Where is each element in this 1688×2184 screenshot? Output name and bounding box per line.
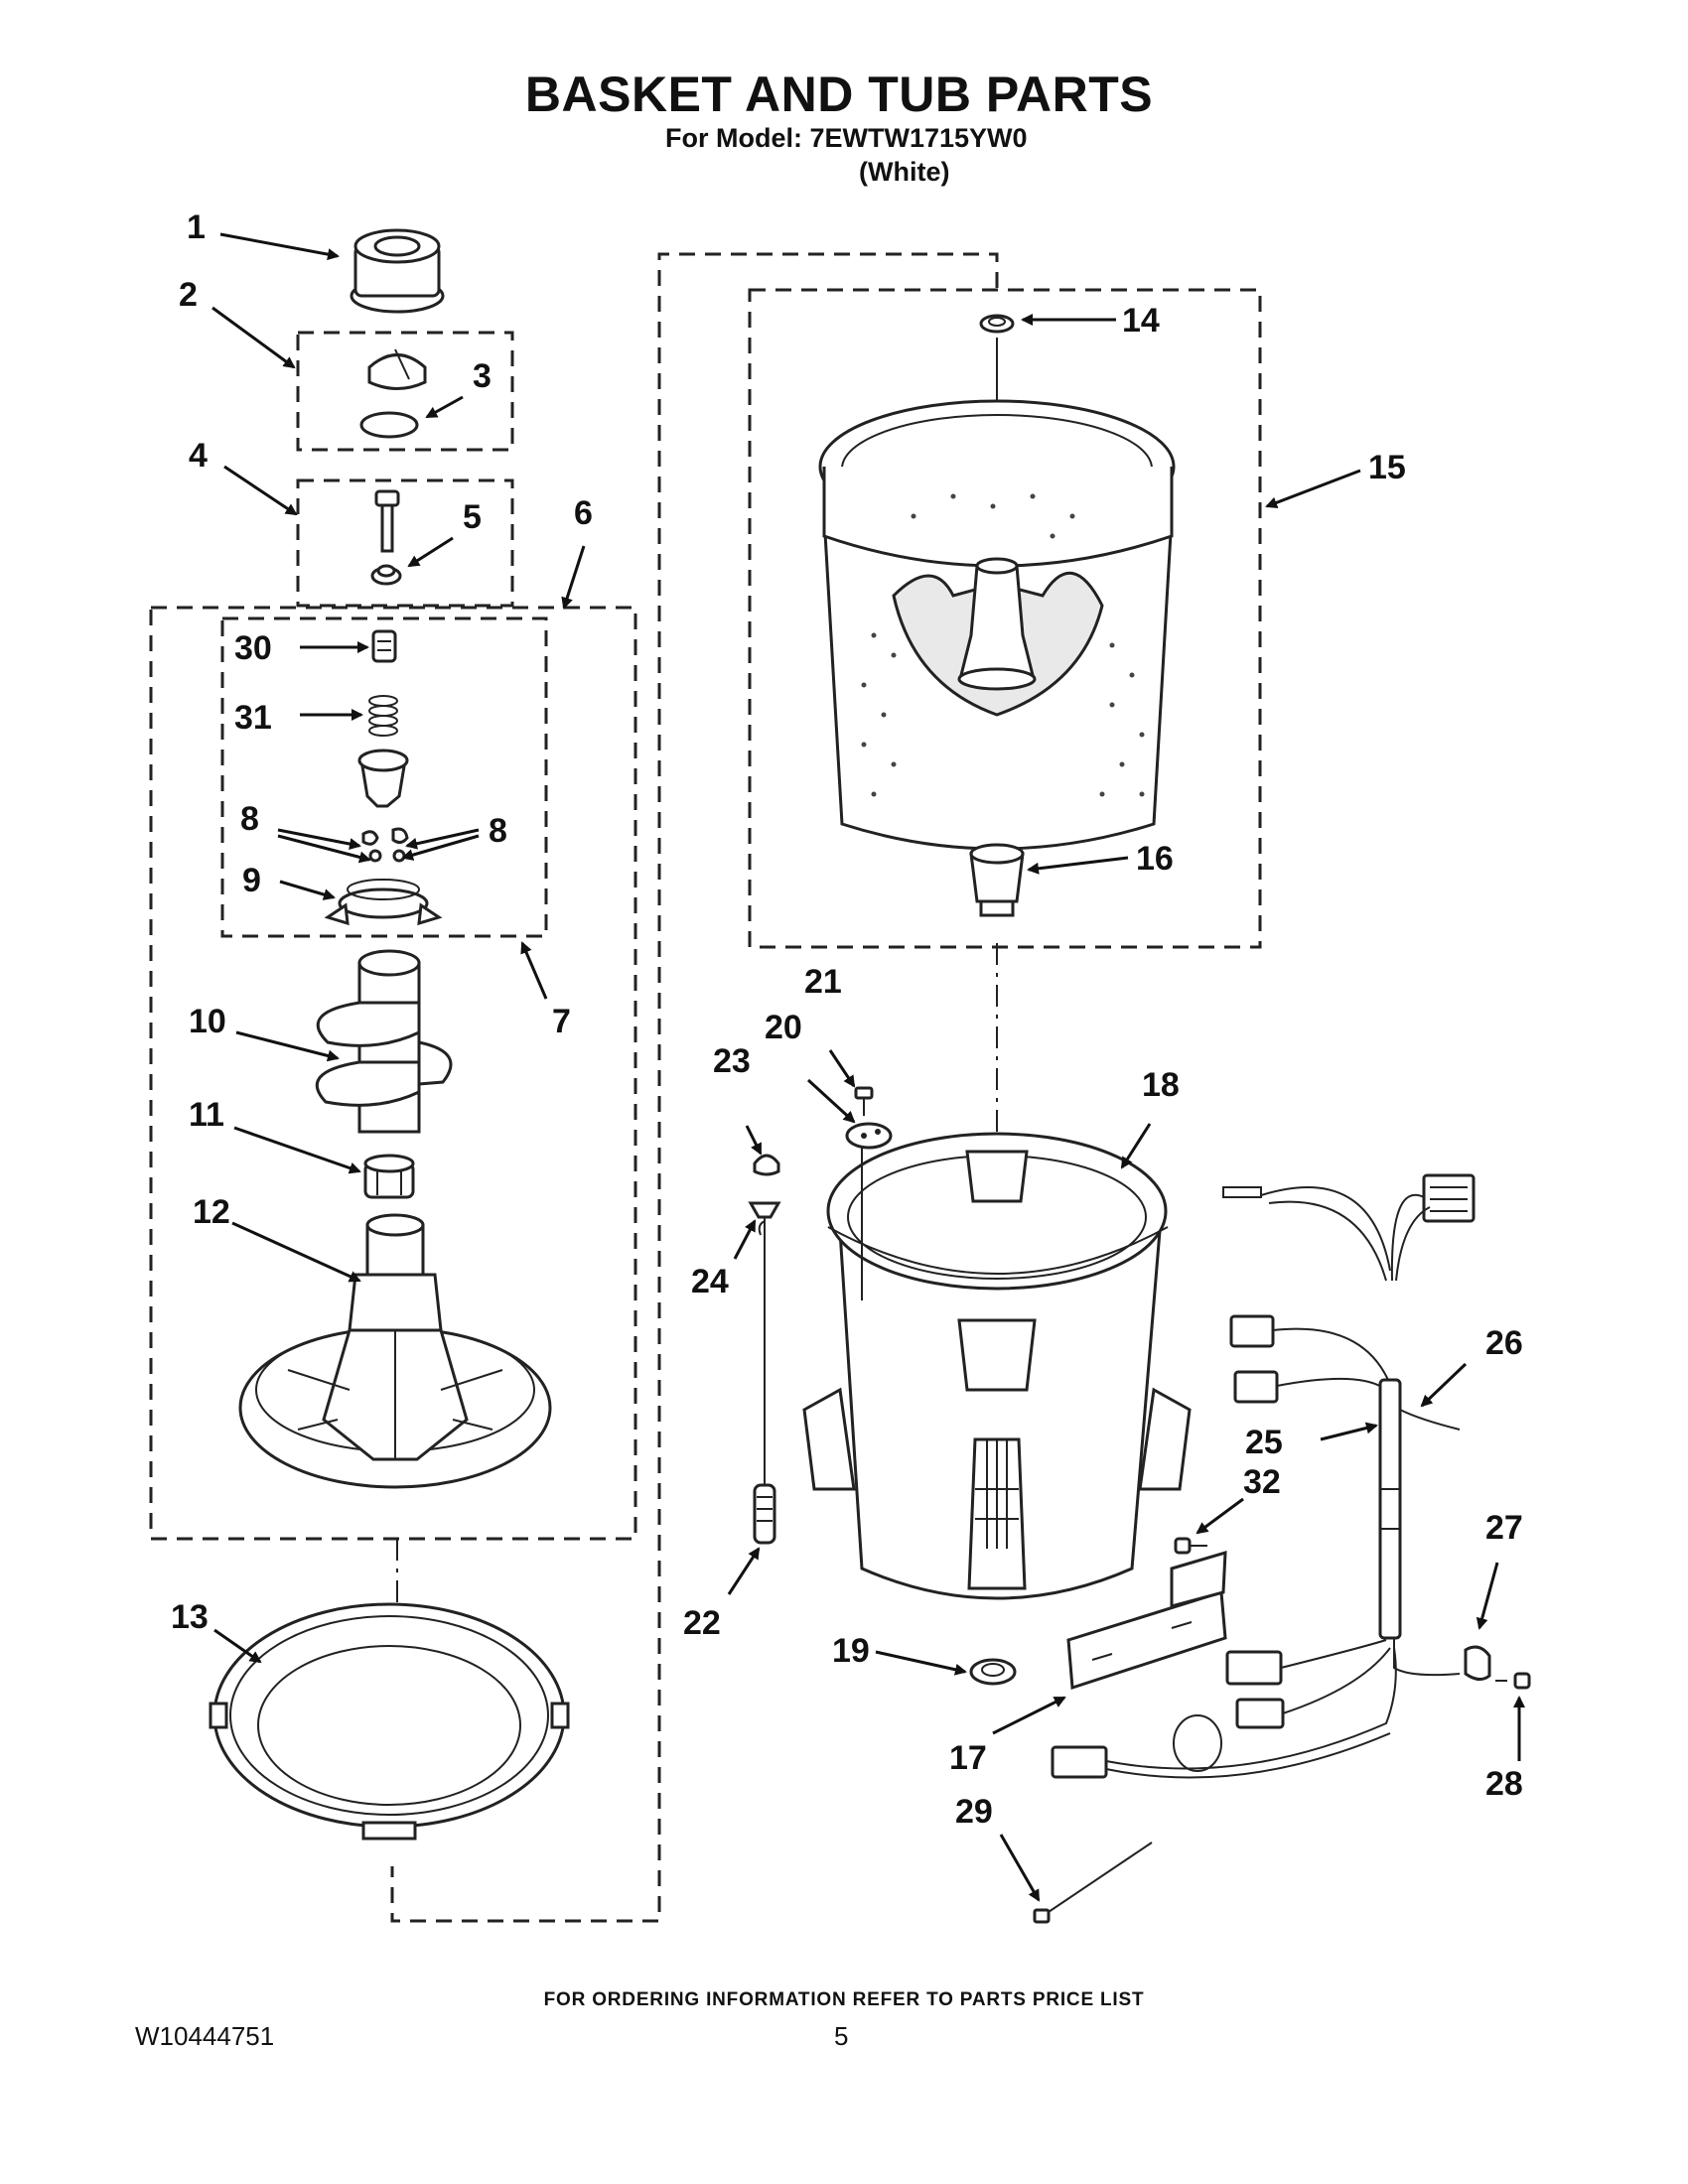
group-box-4 — [296, 478, 514, 608]
callout-15: 15 — [1368, 449, 1406, 486]
callout-10: 10 — [189, 1003, 226, 1040]
part-23-cap — [753, 1154, 780, 1176]
part-15-basket — [818, 399, 1176, 851]
model-line: For Model: 7EWTW1715YW0 — [665, 123, 1028, 153]
callout-4: 4 — [189, 437, 208, 475]
part-24-suspension-cup — [748, 1201, 781, 1489]
part-30-cap-insert — [371, 629, 397, 663]
callout-9: 9 — [242, 862, 261, 899]
callout-8-right: 8 — [489, 812, 507, 850]
page-number: 5 — [834, 2021, 849, 2051]
callout-24: 24 — [691, 1263, 729, 1300]
part-dog-coupler — [357, 749, 409, 808]
part-26-wire-harness — [1051, 1173, 1476, 1779]
part-2-cam — [367, 348, 427, 390]
callout-20: 20 — [765, 1009, 802, 1046]
callout-21: 21 — [804, 963, 842, 1001]
callout-6: 6 — [574, 494, 593, 532]
part-20-bracket — [845, 1122, 893, 1300]
part-16-hub — [969, 843, 1025, 917]
callout-1: 1 — [187, 208, 206, 246]
part-1-agitator-cap — [350, 228, 445, 314]
part-11-auger-coupling — [363, 1154, 415, 1199]
part-27-clamp — [1464, 1645, 1491, 1681]
callout-19: 19 — [832, 1632, 870, 1670]
color-line: (White) — [859, 157, 950, 187]
callout-13: 13 — [171, 1598, 209, 1636]
callout-16: 16 — [1136, 840, 1174, 878]
callout-7: 7 — [552, 1003, 571, 1040]
part-8-dogs — [361, 827, 409, 863]
part-4-bolt — [374, 489, 400, 553]
part-17-wire-bracket — [1066, 1550, 1227, 1691]
callout-31: 31 — [234, 699, 272, 737]
callout-14: 14 — [1122, 302, 1160, 340]
callout-25: 25 — [1245, 1424, 1283, 1461]
group-box-15 — [748, 288, 1262, 949]
part-31-spring — [368, 695, 398, 737]
callout-18: 18 — [1142, 1066, 1180, 1104]
part-19-bearing-seal — [969, 1658, 1017, 1686]
part-22-spring — [753, 1483, 776, 1545]
callout-28: 28 — [1485, 1765, 1523, 1803]
part-14-nut — [979, 314, 1015, 334]
part-12-agitator-base — [238, 1213, 552, 1489]
callout-22: 22 — [683, 1604, 721, 1642]
part-13-tub-ring — [209, 1602, 570, 1841]
callout-5: 5 — [463, 498, 482, 536]
callout-17: 17 — [949, 1739, 987, 1777]
ordering-note: FOR ORDERING INFORMATION REFER TO PARTS … — [543, 1989, 1145, 2010]
assembly-connection-line — [390, 252, 999, 1923]
part-5-washer — [370, 564, 402, 586]
callout-labels: 1 2 3 4 5 6 7 8 8 9 10 11 12 13 14 15 16… — [171, 208, 1523, 1831]
group-box-2 — [296, 331, 514, 452]
part-29-cable-tie — [1033, 1842, 1153, 1924]
callout-27: 27 — [1485, 1509, 1523, 1547]
callout-26: 26 — [1485, 1324, 1523, 1362]
part-10-auger — [315, 949, 453, 1134]
callout-3: 3 — [473, 357, 492, 395]
part-9-dog-ring — [324, 879, 443, 926]
callout-30: 30 — [234, 629, 272, 667]
callout-29: 29 — [955, 1793, 993, 1831]
callout-23: 23 — [713, 1042, 751, 1080]
callout-11: 11 — [189, 1096, 224, 1134]
callout-32: 32 — [1243, 1463, 1281, 1501]
document-number: W10444751 — [135, 2021, 275, 2051]
part-18-outer-tub — [802, 1132, 1192, 1600]
callout-12: 12 — [193, 1193, 230, 1231]
part-32-screw — [1174, 1537, 1207, 1555]
callout-8-left: 8 — [240, 800, 259, 838]
leader-lines — [211, 232, 1525, 1902]
callout-2: 2 — [179, 276, 198, 314]
group-box-7 — [220, 616, 548, 938]
group-box-6 — [149, 606, 637, 1541]
page-title: BASKET AND TUB PARTS — [524, 67, 1154, 122]
part-21-screw — [854, 1086, 874, 1116]
part-28-screw — [1495, 1672, 1531, 1690]
part-3-ring — [359, 411, 419, 439]
